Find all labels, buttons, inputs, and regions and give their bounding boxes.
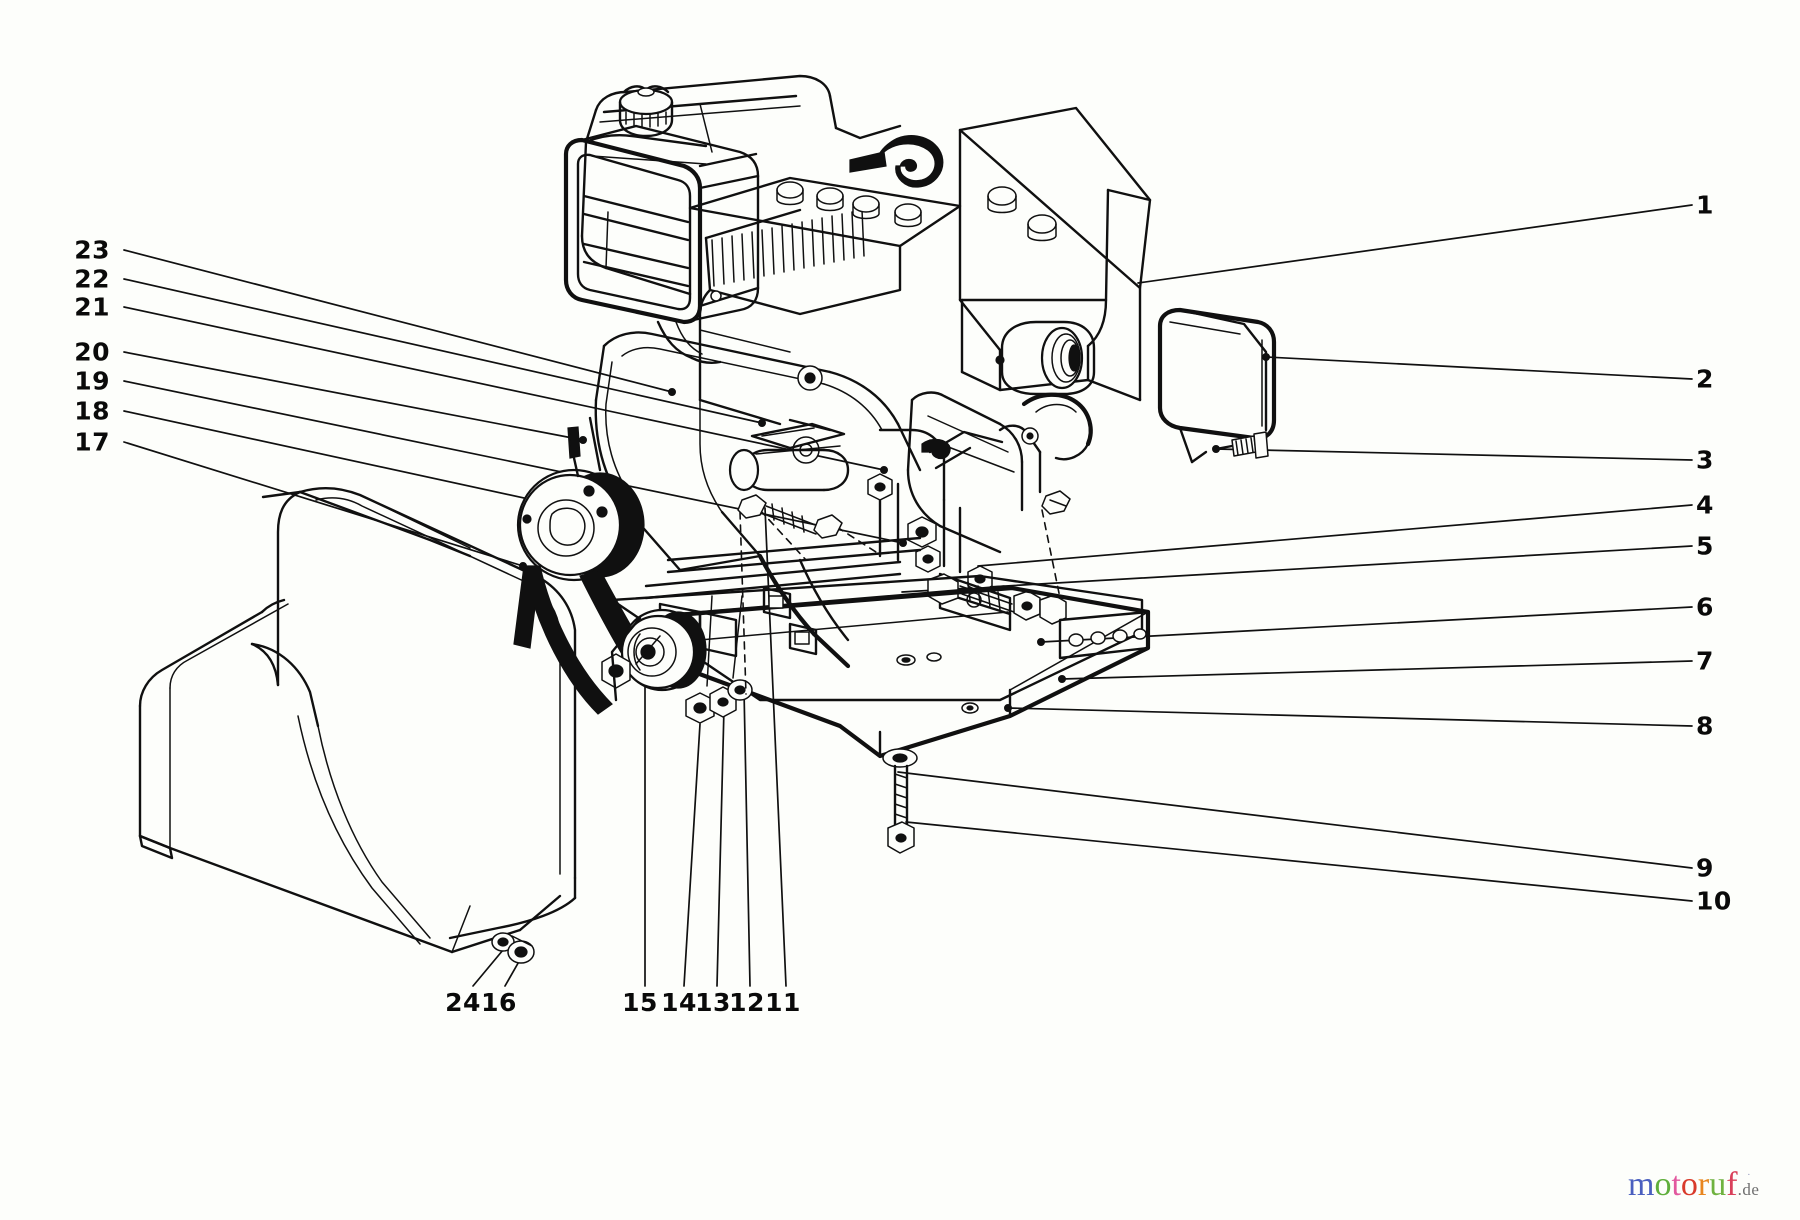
callout-label-3[interactable]: 3	[1696, 445, 1714, 475]
watermark-letter-m: m	[1628, 1166, 1655, 1203]
long-carriage-bolt-icon	[882, 748, 918, 854]
callout-label-21[interactable]: 21	[74, 292, 110, 322]
callout-label-20[interactable]: 20	[74, 337, 110, 367]
callout-label-10[interactable]: 10	[1696, 886, 1732, 916]
cylinder-head-icon	[688, 135, 1057, 426]
callout-label-7[interactable]: 7	[1696, 646, 1714, 676]
motoruf-watermark-logo: motoruf.de ·	[1628, 1168, 1759, 1202]
callout-label-8[interactable]: 8	[1696, 711, 1714, 741]
left-rail-bracket-icon	[610, 616, 661, 702]
heat-shield-screw-icon	[1214, 431, 1269, 459]
watermark-letter-o2: o	[1680, 1166, 1698, 1203]
callout-label-12[interactable]: 12	[729, 988, 765, 1017]
callout-label-13[interactable]: 13	[695, 988, 731, 1017]
callout-label-24[interactable]: 24	[445, 988, 481, 1017]
watermark-suffix: .de	[1737, 1180, 1760, 1199]
callout-label-15[interactable]: 15	[622, 988, 658, 1017]
watermark-letter-f: f	[1726, 1166, 1738, 1203]
callout-label-19[interactable]: 19	[74, 366, 110, 396]
callout-label-9[interactable]: 9	[1696, 853, 1714, 883]
exhaust-outlet	[1000, 320, 1096, 396]
callout-label-18[interactable]: 18	[74, 396, 110, 426]
callout-label-6[interactable]: 6	[1696, 592, 1714, 622]
watermark-dot: ·	[1747, 1169, 1751, 1181]
head-bolt-group	[776, 181, 1057, 242]
watermark-letter-o1: o	[1654, 1166, 1672, 1203]
callout-label-5[interactable]: 5	[1696, 531, 1714, 561]
fuel-cap-icon	[618, 85, 674, 138]
callout-label-11[interactable]: 11	[765, 988, 801, 1017]
watermark-letter-u: u	[1709, 1166, 1727, 1203]
callout-label-23[interactable]: 23	[74, 235, 110, 265]
screw-and-dashed-guides	[737, 490, 1071, 695]
callout-label-2[interactable]: 2	[1696, 364, 1714, 394]
drive-pulley-icon	[513, 468, 647, 715]
muffler-icon	[958, 106, 1152, 402]
cover-mounting-bolt	[491, 932, 535, 964]
callout-label-16[interactable]: 16	[481, 988, 517, 1017]
idler-pulley-icon	[601, 608, 707, 692]
shoulder-rod-icon	[567, 416, 850, 492]
heat-shield-icon	[1157, 307, 1277, 464]
callout-label-4[interactable]: 4	[1696, 490, 1714, 520]
fuel-tank-icon	[580, 74, 902, 296]
callout-label-22[interactable]: 22	[74, 264, 110, 294]
callout-label-17[interactable]: 17	[74, 427, 110, 457]
callout-label-1[interactable]: 1	[1696, 190, 1714, 220]
watermark-letter-r: r	[1697, 1166, 1710, 1203]
leader-lines-bottom	[472, 507, 787, 987]
callout-label-14[interactable]: 14	[661, 988, 697, 1017]
leader-lines-right	[897, 204, 1693, 902]
watermark-letter-t: t	[1671, 1166, 1681, 1203]
